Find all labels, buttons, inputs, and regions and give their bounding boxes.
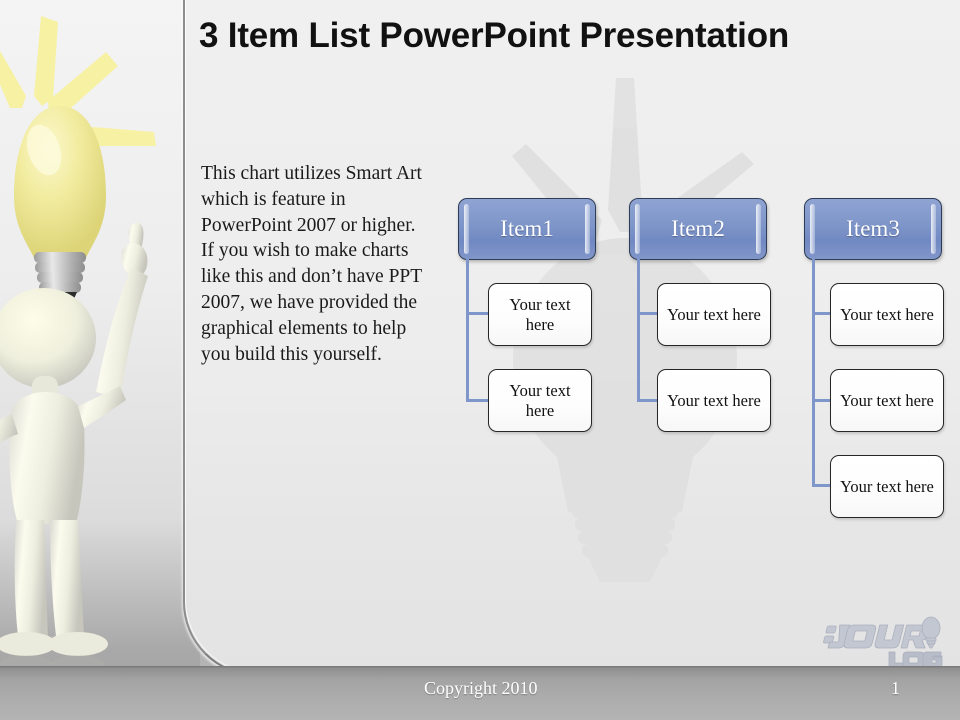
item-header-label-1: Item1 (500, 216, 554, 241)
leaf-box-1-1[interactable]: Your text here (488, 283, 592, 346)
leaf-box-3-3[interactable]: Your text here (830, 455, 944, 518)
body-paragraph: This chart utilizes Smart Art which is f… (201, 163, 422, 365)
leaf-label-3-2: Your text here (840, 390, 934, 410)
leaf-box-3-2[interactable]: Your text here (830, 369, 944, 432)
item-header-label-2: Item2 (671, 216, 725, 241)
footer-band (0, 668, 960, 720)
connector-branch-3-2 (812, 399, 832, 402)
leaf-label-2-1: Your text here (667, 304, 761, 324)
footer-page-number: 1 (891, 678, 900, 698)
your-logo (823, 616, 943, 669)
connector-branch-2-1 (637, 312, 659, 315)
header-highlight-right (585, 204, 590, 254)
connector-vertical-2 (637, 258, 640, 402)
leaf-box-3-1[interactable]: Your text here (830, 283, 944, 346)
connector-branch-3-1 (812, 312, 832, 315)
item-header-label-3: Item3 (846, 216, 900, 241)
connector-branch-1-2 (466, 399, 490, 402)
leaf-label-3-3: Your text here (840, 476, 934, 496)
leaf-box-1-2[interactable]: Your text here (488, 369, 592, 432)
leaf-box-2-1[interactable]: Your text here (657, 283, 771, 346)
header-highlight-left (635, 204, 640, 254)
connector-branch-3-3 (812, 484, 832, 487)
item-header-box-2[interactable]: Item2 (629, 198, 767, 260)
header-highlight-left (464, 204, 469, 254)
item-header-box-3[interactable]: Item3 (804, 198, 942, 260)
footer-copyright: Copyright 2010 (424, 678, 538, 698)
header-highlight-left (810, 204, 815, 254)
leaf-label-2-2: Your text here (667, 390, 761, 410)
connector-vertical-1 (466, 258, 469, 402)
header-highlight-right (931, 204, 936, 254)
connector-branch-1-1 (466, 312, 490, 315)
footer-divider (0, 666, 960, 668)
header-highlight-right (756, 204, 761, 254)
leaf-label-1-1: Your text here (509, 294, 571, 334)
item-header-box-1[interactable]: Item1 (458, 198, 596, 260)
page-title: 3 Item List PowerPoint Presentation (199, 16, 790, 55)
leaf-label-3-1: Your text here (840, 304, 934, 324)
connector-branch-2-2 (637, 399, 659, 402)
leaf-box-2-2[interactable]: Your text here (657, 369, 771, 432)
leaf-label-1-2: Your text here (509, 380, 571, 420)
connector-vertical-3 (812, 258, 815, 486)
